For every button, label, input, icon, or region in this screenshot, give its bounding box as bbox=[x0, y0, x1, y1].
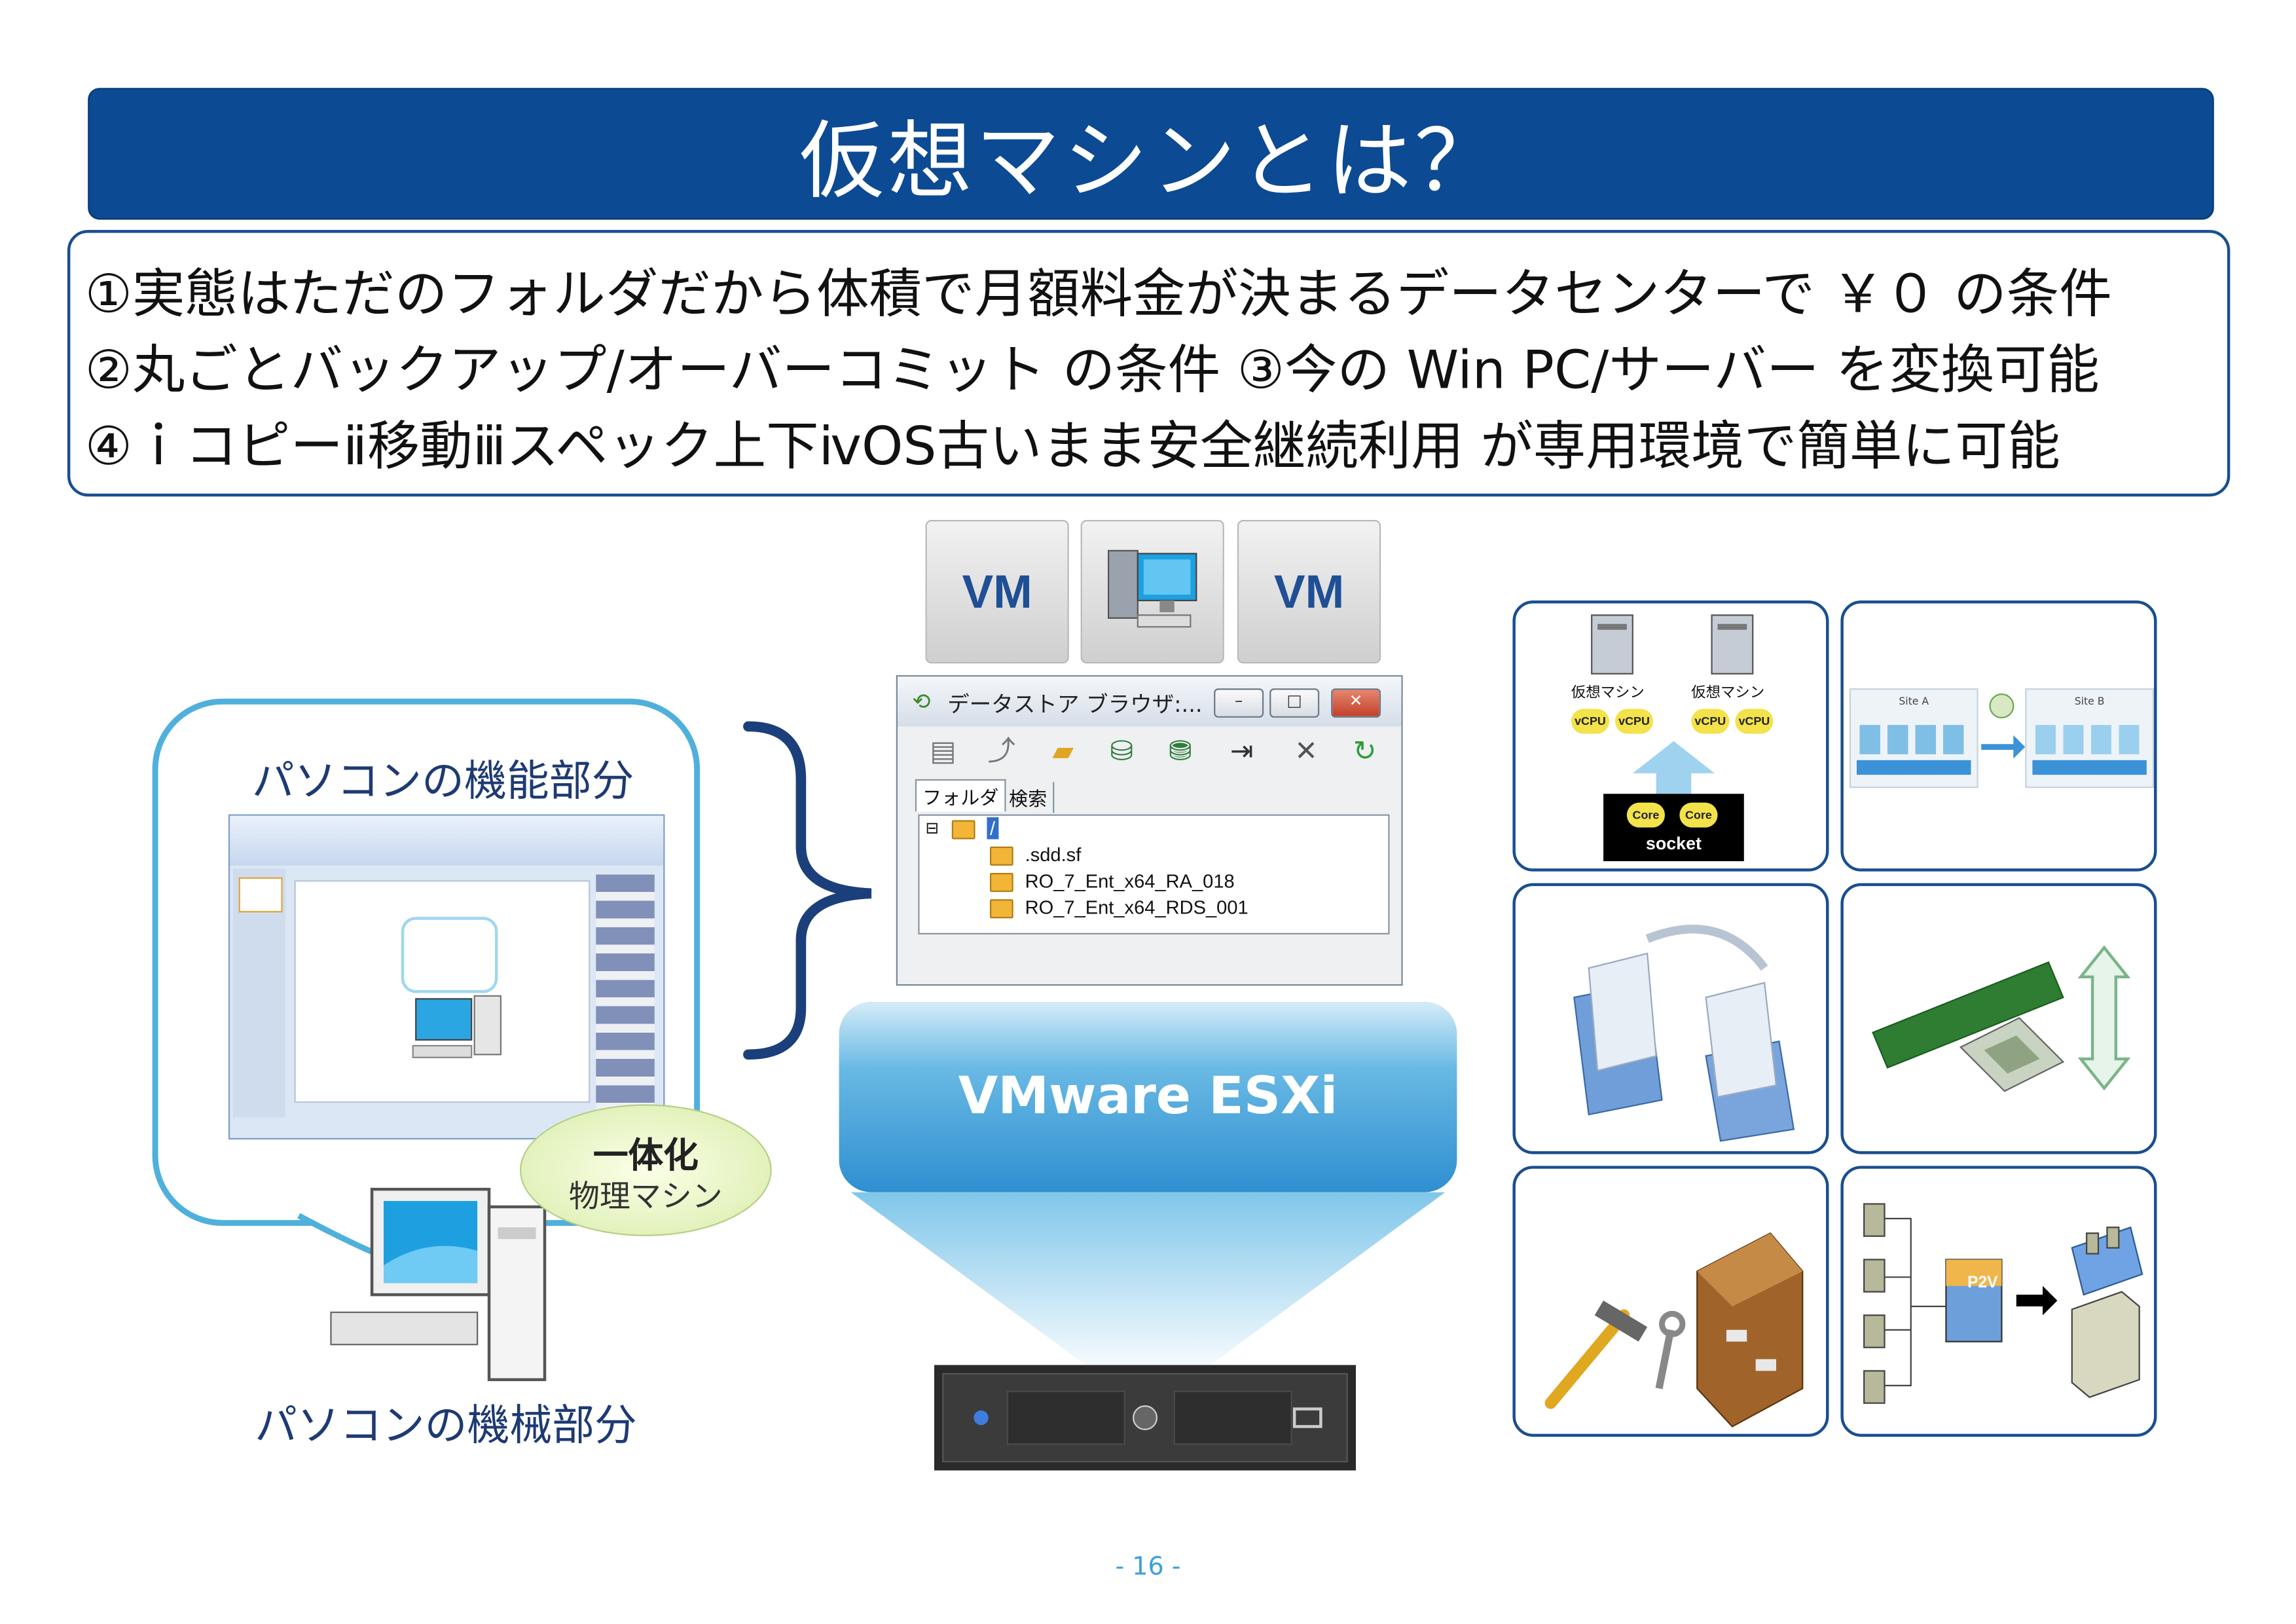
server-icon bbox=[1591, 614, 1633, 674]
p2v-label: P2V bbox=[1967, 1274, 1998, 1292]
computer-icon bbox=[412, 995, 502, 1058]
tab-search[interactable]: 検索 bbox=[1003, 782, 1055, 813]
desktop-pc-icon bbox=[330, 1187, 547, 1382]
esxi-block: VMware ESXi bbox=[839, 1001, 1457, 1192]
slide-pane bbox=[232, 868, 286, 1118]
computer-icon bbox=[1107, 549, 1197, 628]
download-icon[interactable]: ⛃ bbox=[1168, 735, 1192, 767]
vm-tile-1: VM bbox=[925, 519, 1069, 664]
folder-icon bbox=[951, 820, 975, 840]
vm-label: 仮想マシン bbox=[1571, 685, 1645, 702]
projection-cone bbox=[850, 1192, 1446, 1380]
computer-tile bbox=[1080, 519, 1224, 664]
condition-line-1: ①実態はただのフォルダだから体積で月額料金が決まるデータセンターで ￥０ の条件 bbox=[84, 265, 2112, 325]
panel-p2v: P2V bbox=[1840, 1166, 2157, 1437]
server-icon bbox=[934, 1365, 1357, 1471]
folder-icon bbox=[989, 873, 1013, 893]
vcpu-badge: vCPU bbox=[1735, 709, 1774, 734]
curly-brace bbox=[743, 721, 872, 1060]
tree-root[interactable]: / bbox=[987, 817, 998, 840]
socket-label: socket bbox=[1645, 833, 1702, 854]
tree-item[interactable]: RO_7_Ent_x64_RDS_001 bbox=[1025, 896, 1248, 919]
p2v-conversion-icon bbox=[1863, 1203, 2143, 1404]
slide-canvas bbox=[294, 880, 591, 1103]
folder-tree: ⊟ / .sdd.sf RO_7_Ent_x64_RA_018 RO_7_Ent… bbox=[918, 814, 1390, 934]
sync-icon[interactable]: ↻ bbox=[1353, 735, 1377, 767]
tree-item[interactable]: .sdd.sf bbox=[1025, 843, 1082, 866]
panel-replication: Site A Site B bbox=[1840, 600, 2157, 872]
vcpu-badge: vCPU bbox=[1614, 709, 1654, 734]
site-a-label: Site A bbox=[1899, 695, 1929, 708]
core-badge: Core bbox=[1679, 802, 1718, 828]
folder-icon bbox=[989, 899, 1013, 919]
title-banner: 仮想マシンとは？ bbox=[88, 88, 2214, 220]
up-folder-icon[interactable]: ▤ bbox=[930, 735, 957, 767]
condition-line-3: ④ｉコピーⅱ移動ⅲスペック上下ⅳOS古いまま安全継続利用 が専用環境で簡単に可能 bbox=[84, 417, 2060, 478]
datastore-browser-window: ⟲ データストア ブラウザ:... – □ ✕ ▤ ⤴ ▰ ⛁ ⛃ ⇥ ✕ ↻ … bbox=[896, 675, 1403, 986]
panel-copy-folders bbox=[1512, 883, 1829, 1154]
folder-copy-icon bbox=[1573, 925, 1795, 1142]
tab-folder[interactable]: フォルダ bbox=[915, 779, 1006, 812]
site-a-box: Site A bbox=[1849, 688, 1978, 788]
page-title: 仮想マシンとは？ bbox=[799, 111, 1503, 212]
badge-title: 一体化 bbox=[592, 1135, 699, 1176]
panel-spec-scale bbox=[1840, 883, 2157, 1154]
site-b-label: Site B bbox=[2074, 695, 2105, 708]
vm-tile-2: VM bbox=[1237, 519, 1381, 664]
up-arrow-icon bbox=[1632, 741, 1715, 794]
sync-arrow-icon bbox=[1981, 693, 2026, 759]
site-b-box: Site B bbox=[2025, 688, 2155, 788]
folder-icon bbox=[989, 846, 1013, 866]
function-part-label: パソコンの機能部分 bbox=[251, 756, 634, 806]
delete-icon[interactable]: ✕ bbox=[1294, 735, 1318, 767]
refresh-folder-icon[interactable]: ⤴ bbox=[987, 735, 1016, 767]
close-button[interactable]: ✕ bbox=[1331, 688, 1381, 718]
new-folder-icon[interactable]: ▰ bbox=[1052, 735, 1074, 767]
minimize-button[interactable]: – bbox=[1214, 688, 1264, 718]
clipart-pane bbox=[596, 874, 655, 1124]
badge-subtitle: 物理マシン bbox=[568, 1179, 723, 1215]
vm-tile-label: VM bbox=[1273, 564, 1345, 618]
socket-block: Core Core socket bbox=[1603, 794, 1744, 862]
window-titlebar: ⟲ データストア ブラウザ:... – □ ✕ bbox=[898, 676, 1402, 727]
integrated-badge: 一体化 物理マシン bbox=[519, 1104, 772, 1236]
memory-cpu-icon bbox=[1872, 945, 2131, 1092]
upload-icon[interactable]: ⛁ bbox=[1110, 735, 1134, 767]
vcpu-badge: vCPU bbox=[1571, 709, 1610, 734]
panel-maintenance bbox=[1512, 1166, 1829, 1437]
move-icon[interactable]: ⇥ bbox=[1230, 735, 1254, 767]
machine-part-label: パソコンの機械部分 bbox=[255, 1400, 637, 1450]
server-icon bbox=[1711, 614, 1754, 674]
app-screenshot bbox=[228, 814, 665, 1140]
vm-tile-label: VM bbox=[962, 564, 1032, 618]
datastore-icon: ⟲ bbox=[912, 688, 931, 715]
panel-vcpu: 仮想マシン 仮想マシン vCPU vCPU vCPU vCPU Core Cor… bbox=[1512, 600, 1829, 872]
page-number: - 16 - bbox=[1115, 1552, 1181, 1582]
window-title: データストア ブラウザ:... bbox=[947, 691, 1203, 718]
condition-line-2: ②丸ごとバックアップ/オーバーコミット の条件 ③今の Win PC/サーバー … bbox=[84, 341, 2100, 401]
app-ribbon bbox=[230, 815, 664, 866]
tools-server-icon bbox=[1544, 1232, 1804, 1428]
vm-label: 仮想マシン bbox=[1691, 685, 1765, 702]
core-badge: Core bbox=[1626, 802, 1666, 828]
esxi-label: VMware ESXi bbox=[958, 1067, 1338, 1126]
collapse-icon[interactable]: ⊟ bbox=[925, 820, 939, 838]
maximize-button[interactable]: □ bbox=[1269, 688, 1320, 718]
tree-item[interactable]: RO_7_Ent_x64_RA_018 bbox=[1025, 870, 1235, 893]
conditions-box bbox=[67, 230, 2231, 497]
vcpu-badge: vCPU bbox=[1691, 709, 1730, 734]
